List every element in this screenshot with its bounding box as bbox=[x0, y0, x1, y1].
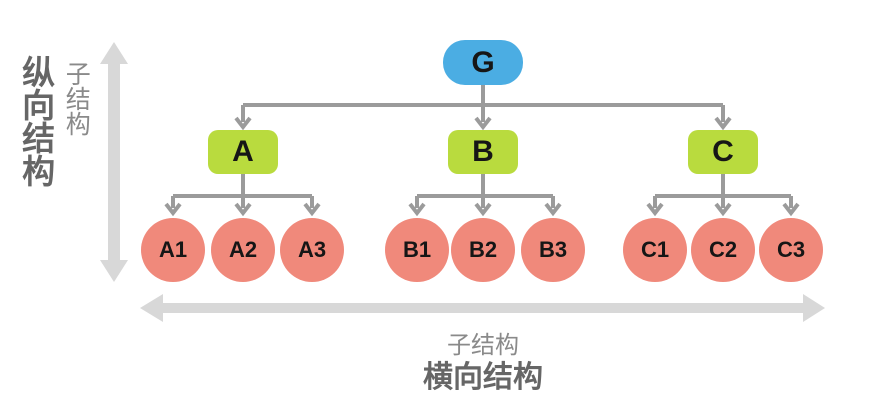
branch-b-connectors bbox=[408, 174, 562, 217]
node-c: C bbox=[688, 130, 758, 174]
node-b: B bbox=[448, 130, 518, 174]
arrowhead-icon bbox=[164, 202, 182, 217]
horizontal-axis-sub-label: 子结构 bbox=[447, 332, 519, 359]
arrowhead-icon bbox=[782, 202, 800, 217]
arrowhead-icon bbox=[646, 202, 664, 217]
node-b1: B1 bbox=[385, 218, 449, 282]
branch-a-connectors bbox=[164, 174, 321, 217]
horizontal-axis-main-label: 横向结构 bbox=[423, 361, 543, 394]
node-b3: B3 bbox=[521, 218, 585, 282]
vertical-axis-main-label: 纵向结构 bbox=[17, 55, 55, 187]
node-c3: C3 bbox=[759, 218, 823, 282]
vertical-axis-sub-label: 子结构 bbox=[62, 61, 91, 136]
arrowhead-icon bbox=[714, 116, 732, 131]
arrowhead-icon bbox=[303, 202, 321, 217]
arrowhead-icon bbox=[474, 116, 492, 131]
arrowhead-icon bbox=[544, 202, 562, 217]
node-a1: A1 bbox=[141, 218, 205, 282]
arrowhead-icon bbox=[474, 202, 492, 217]
arrowhead-icon bbox=[234, 202, 252, 217]
arrowhead-icon bbox=[234, 116, 252, 131]
node-b2: B2 bbox=[451, 218, 515, 282]
node-a3: A3 bbox=[280, 218, 344, 282]
node-c2: C2 bbox=[691, 218, 755, 282]
node-a2: A2 bbox=[211, 218, 275, 282]
arrowhead-icon bbox=[408, 202, 426, 217]
branch-c-connectors bbox=[646, 174, 800, 217]
arrowhead-icon bbox=[714, 202, 732, 217]
node-g: G bbox=[443, 40, 523, 85]
horizontal-axis-arrow-icon bbox=[140, 294, 825, 322]
vertical-axis-arrow-icon bbox=[100, 42, 128, 282]
node-c1: C1 bbox=[623, 218, 687, 282]
node-a: A bbox=[208, 130, 278, 174]
level1-connectors bbox=[234, 85, 732, 131]
